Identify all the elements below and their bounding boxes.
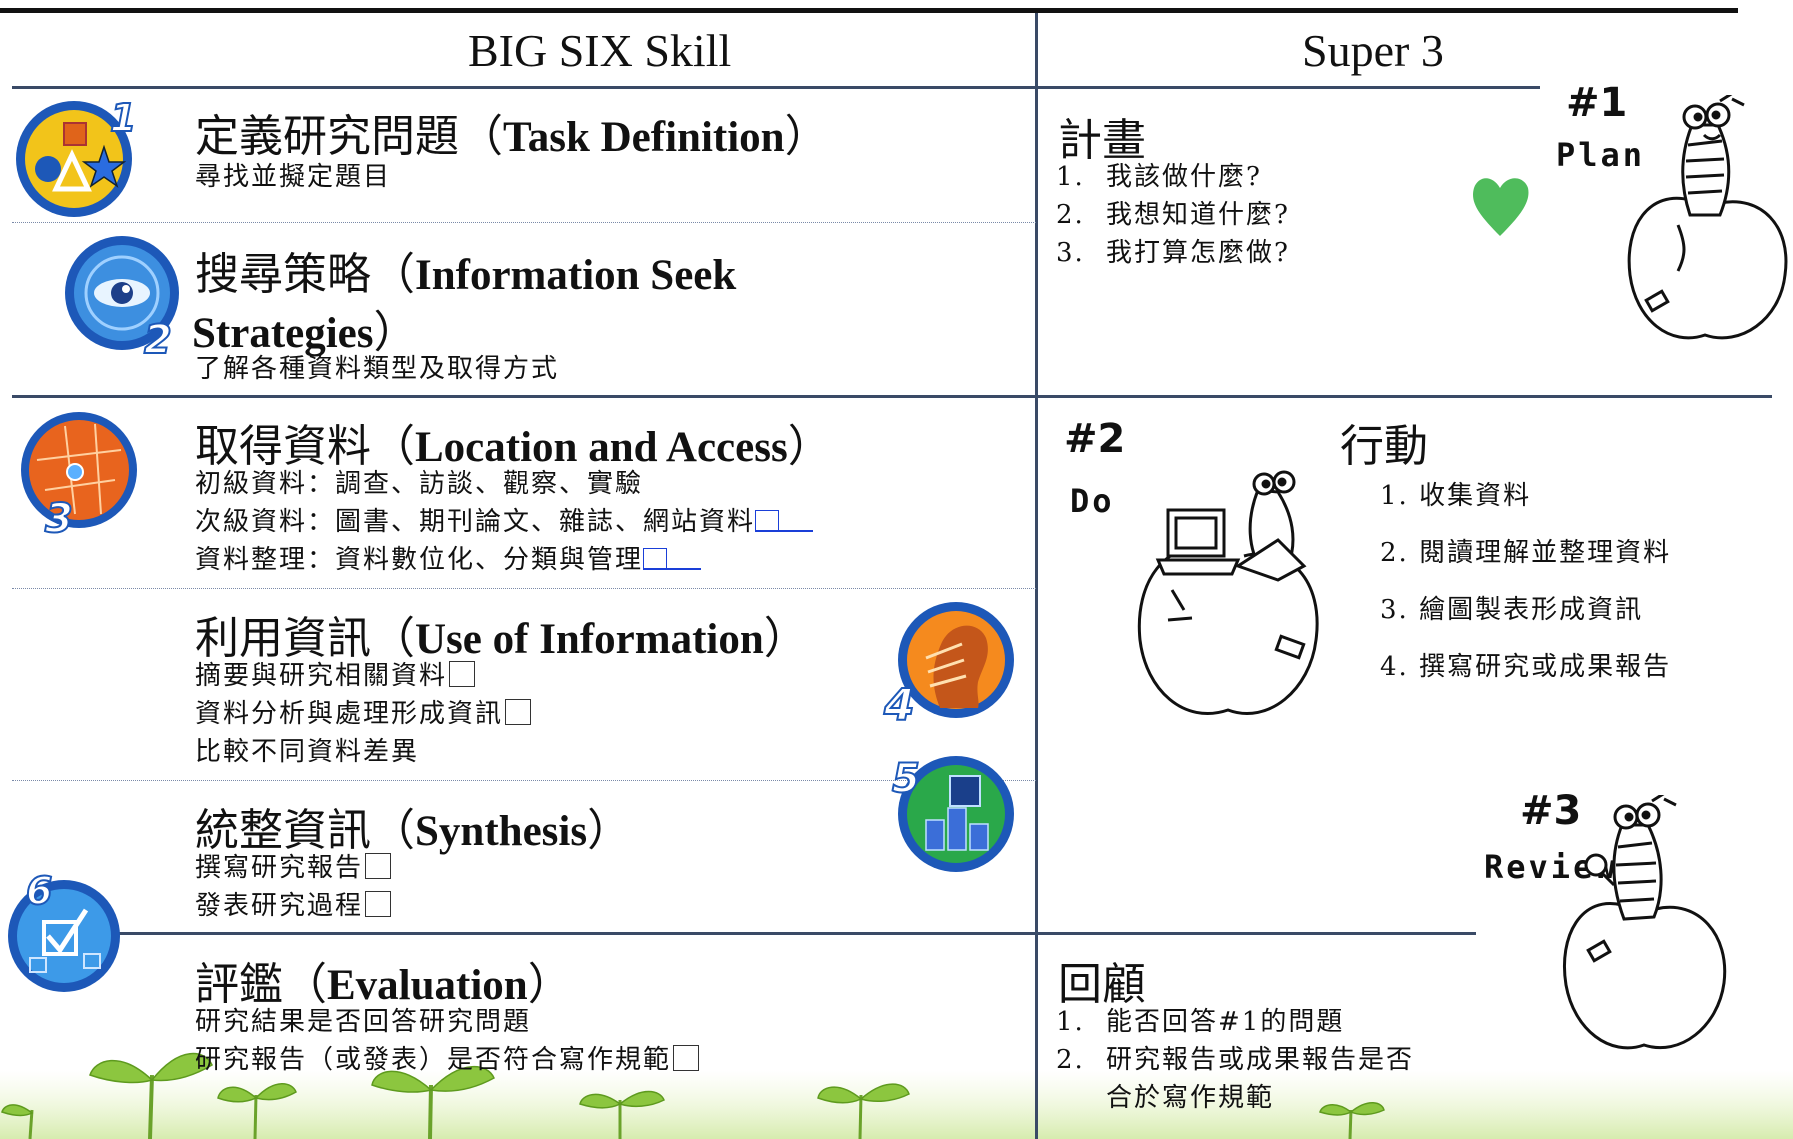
plan-item-3: 3.我打算怎麼做? (1056, 238, 1290, 268)
plan-heading: 計畫 (1058, 115, 1146, 166)
plan-list: 1.我該做什麼? 2.我想知道什麼? 3.我打算怎麼做? (1056, 158, 1290, 272)
step-3-title: 取得資料（Location and Access） (195, 421, 832, 472)
step-4-line-2: 資料分析與處理形成資訊 (195, 695, 532, 733)
step-2-title-en: Information Seek (415, 252, 737, 299)
plan-item-2: 2.我想知道什麼? (1056, 200, 1290, 230)
svg-text:2: 2 (144, 317, 172, 360)
placeholder-box (365, 853, 392, 879)
step-3-line-3: 資料整理：資料數位化、分類與管理 (195, 541, 813, 579)
row-rule-right-review (1036, 932, 1476, 935)
step-3-title-cn: 取得資料 (195, 421, 371, 472)
step-4-desc: 摘要與研究相關資料 資料分析與處理形成資訊 比較不同資料差異 (195, 657, 532, 771)
step-4-line-3: 比較不同資料差異 (195, 737, 420, 767)
apple-worm-review-icon (1563, 795, 1727, 1050)
step-3-link-2[interactable] (643, 546, 702, 570)
do-item-1: 1. 收集資料 (1380, 481, 1532, 511)
do-item-2: 2. 閱讀理解並整理資料 (1380, 538, 1672, 568)
step-3-link-1[interactable] (755, 508, 814, 532)
step-2-title-cont: Strategies） (192, 307, 418, 358)
step-2-title-cn: 搜尋策略 (195, 249, 371, 300)
do-label: Do (1070, 482, 1115, 520)
step-5-desc: 撰寫研究報告 發表研究過程 (195, 849, 392, 925)
column-divider (1035, 13, 1038, 1139)
step-5-line-2: 發表研究過程 (195, 887, 392, 925)
head-icon: 4 (882, 602, 1014, 726)
do-item-4: 4. 撰寫研究或成果報告 (1380, 652, 1672, 682)
svg-text:6: 6 (26, 870, 52, 913)
step-3-line-2: 次級資料：圖書、期刊論文、雜誌、網站資料 (195, 503, 814, 541)
header-rule-right (1036, 86, 1540, 89)
step-6-line-2: 研究報告（或發表）是否符合寫作規範 (195, 1041, 700, 1079)
header-super-3: Super 3 (1302, 25, 1444, 76)
review-badge: #3 (1520, 788, 1582, 834)
step-6-title: 評鑑（Evaluation） (195, 959, 572, 1010)
plan-label: Plan (1556, 136, 1646, 174)
dotted-divider-3 (12, 780, 1036, 781)
plan-item-1: 1.我該做什麼? (1056, 162, 1262, 192)
apple-worm-computer-icon (1137, 470, 1319, 715)
step-5-title: 統整資訊（Synthesis） (195, 805, 632, 856)
placeholder-box (505, 699, 532, 725)
step-1-title-cn: 定義研究問題 (195, 111, 459, 162)
review-item-2-cont: 合於寫作規範 (1106, 1083, 1275, 1113)
do-badge: #2 (1064, 416, 1126, 462)
svg-text:4: 4 (883, 680, 915, 726)
do-heading: 行動 (1340, 421, 1428, 472)
dotted-divider-1 (12, 222, 1036, 223)
plan-badge: #1 (1566, 80, 1628, 126)
step-2-line-1: 了解各種資料類型及取得方式 (195, 354, 560, 384)
placeholder-box (673, 1045, 700, 1071)
do-list: 1. 收集資料 2. 閱讀理解並整理資料 3. 繪圖製表形成資訊 4. 撰寫研究… (1380, 468, 1671, 696)
header-big-six: BIG SIX Skill (468, 25, 732, 76)
step-3-title-en: Location and Access (415, 424, 788, 471)
review-item-1: 1.能否回答#1的問題 (1056, 1007, 1345, 1037)
step-4-title: 利用資訊（Use of Information） (195, 613, 808, 664)
map-icon: 3 (21, 412, 137, 535)
step-2-desc: 了解各種資料類型及取得方式 (195, 350, 559, 388)
step-1-line-1: 尋找並擬定題目 (195, 162, 392, 192)
step-6-title-en: Evaluation (327, 962, 528, 1009)
step-5-title-cn: 統整資訊 (195, 805, 371, 856)
svg-text:5: 5 (892, 756, 920, 802)
checkbox-icon: 6 (8, 870, 120, 992)
step-2-title: 搜尋策略（Information Seek (195, 249, 737, 300)
header-rule-left (12, 86, 1036, 89)
step-5-line-1: 撰寫研究報告 (195, 849, 392, 887)
step-2-title-en2: Strategies (192, 310, 374, 357)
step-1-title: 定義研究問題（Task Definition） (195, 111, 829, 162)
do-item-3: 3. 繪圖製表形成資訊 (1380, 595, 1644, 625)
step-3-desc: 初級資料：調查、訪談、觀察、實驗 次級資料：圖書、期刊論文、雜誌、網站資料 資料… (195, 465, 814, 579)
step-6-title-cn: 評鑑 (195, 959, 283, 1010)
step-6-desc: 研究結果是否回答研究問題 研究報告（或發表）是否符合寫作規範 (195, 1003, 700, 1079)
step-6-line-1: 研究結果是否回答研究問題 (195, 1007, 532, 1037)
row-rule-plan-do (12, 395, 1772, 398)
review-item-2: 2.研究報告或成果報告是否 (1056, 1045, 1415, 1075)
eye-icon: 2 (65, 236, 179, 360)
step-4-title-cn: 利用資訊 (195, 613, 371, 664)
shapes-icon: 1 (16, 95, 137, 217)
step-3-line-1: 初級資料：調查、訪談、觀察、實驗 (195, 469, 644, 499)
apple-worm-plan-icon (1627, 95, 1788, 340)
heart-icon (1473, 178, 1529, 236)
step-4-title-en: Use of Information (415, 616, 764, 663)
step-1-title-en: Task Definition (503, 114, 785, 161)
svg-text:1: 1 (110, 96, 136, 140)
step-1-desc: 尋找並擬定題目 (195, 158, 391, 196)
placeholder-box (449, 661, 476, 687)
top-rule (0, 8, 1738, 13)
dotted-divider-2 (12, 588, 1036, 589)
review-list: 1.能否回答#1的問題 2.研究報告或成果報告是否 合於寫作規範 (1056, 1003, 1414, 1117)
row-rule-left-review (118, 932, 1036, 935)
blocks-icon: 5 (891, 755, 1014, 872)
placeholder-box (365, 891, 392, 917)
svg-text:3: 3 (45, 496, 73, 535)
review-heading: 回顧 (1058, 959, 1146, 1010)
step-4-line-1: 摘要與研究相關資料 (195, 657, 531, 695)
step-5-title-en: Synthesis (415, 808, 588, 855)
